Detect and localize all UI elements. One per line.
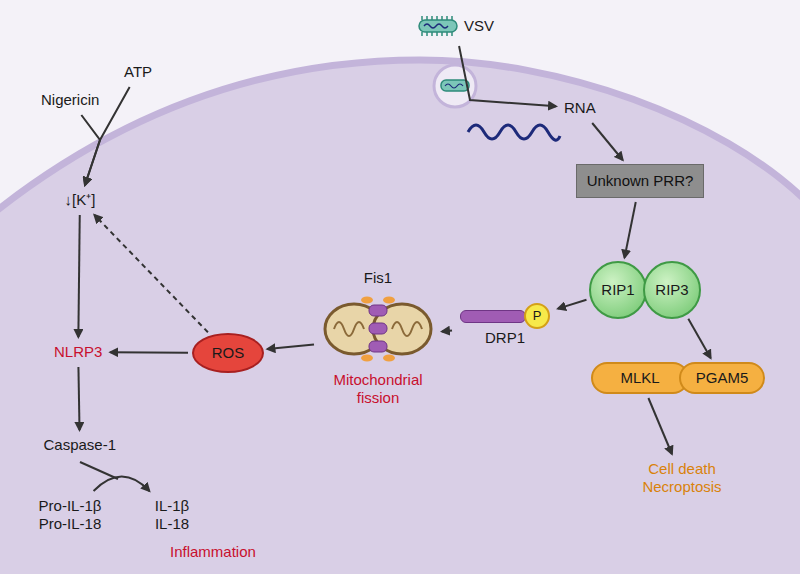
node-text: P (533, 308, 542, 324)
node-box: Caspase-1 (40, 434, 121, 456)
node-box: Unknown PRR? (576, 164, 704, 198)
node-box: P DRP1 (456, 301, 554, 349)
node-box: Nigericin (37, 89, 103, 111)
virus-icon (416, 12, 460, 40)
node-box: Fis1Mitochondrial fission (318, 267, 438, 409)
virus (419, 16, 457, 36)
node-text: Nigericin (41, 91, 99, 109)
arrow-connector (592, 123, 622, 160)
node-box: IL-1β IL-18 (143, 495, 201, 535)
node-box: ROS (192, 333, 264, 373)
node-box: RIP3 (643, 261, 701, 319)
arrow-connector (78, 367, 79, 430)
node-text: VSV (464, 17, 494, 35)
arrow-connector (625, 202, 636, 258)
node-box: ATP (120, 61, 156, 83)
node-box: NLRP3 (50, 341, 106, 363)
node-box: Pro-IL-1β Pro-IL-18 (29, 495, 111, 535)
node-box: Cell death Necroptosis (628, 458, 736, 498)
arrow-connector (688, 319, 710, 358)
node-text: ATP (124, 63, 152, 81)
node-box: RIP1 (589, 261, 647, 319)
node-text: Caspase-1 (44, 436, 117, 454)
node-text: RNA (564, 99, 596, 117)
arrow-connector (94, 215, 207, 332)
arrow-connector (648, 398, 672, 454)
arrow-connector (78, 215, 79, 337)
annotation-label: Inflammation (170, 543, 256, 560)
node-text: Unknown PRR? (587, 172, 694, 190)
node-text: Pro-IL-1β Pro-IL-18 (33, 497, 107, 533)
rna-strand (468, 125, 560, 140)
node-box: RNA (560, 97, 600, 119)
node-text: Cell death Necroptosis (632, 460, 732, 496)
node-text: Mitochondrial fission (322, 371, 434, 407)
node-box: PGAM5 (679, 362, 765, 394)
arrow-connector (110, 351, 188, 354)
caspase-leader (80, 462, 118, 479)
node-text: NLRP3 (54, 343, 102, 361)
node-text: RIP1 (601, 281, 634, 299)
node-text: PGAM5 (696, 369, 749, 387)
node-box: ↓[K⁺] (61, 189, 100, 211)
phospho-circle: P (524, 303, 550, 329)
node-box: MLKL (591, 362, 689, 394)
node-text: IL-1β IL-18 (147, 497, 197, 533)
arrow-connector (94, 477, 150, 492)
node-text: ↓[K⁺] (65, 191, 96, 209)
arrow-connector (267, 344, 314, 349)
node-box: VSV (412, 10, 498, 42)
node-text: DRP1 (485, 329, 525, 347)
drp1-bar (460, 310, 526, 323)
arrow-connector (459, 46, 556, 106)
cell-membrane (0, 60, 800, 574)
drp1-row: P (460, 303, 550, 329)
node-text: RIP3 (655, 281, 688, 299)
node-text: Fis1 (364, 269, 392, 287)
node-text: ROS (212, 344, 245, 362)
mitochondria (325, 297, 431, 362)
arrow-connector (442, 330, 452, 331)
mitochondria-icon (322, 287, 434, 371)
arrow-connector (558, 300, 586, 309)
node-text: MLKL (620, 369, 659, 387)
